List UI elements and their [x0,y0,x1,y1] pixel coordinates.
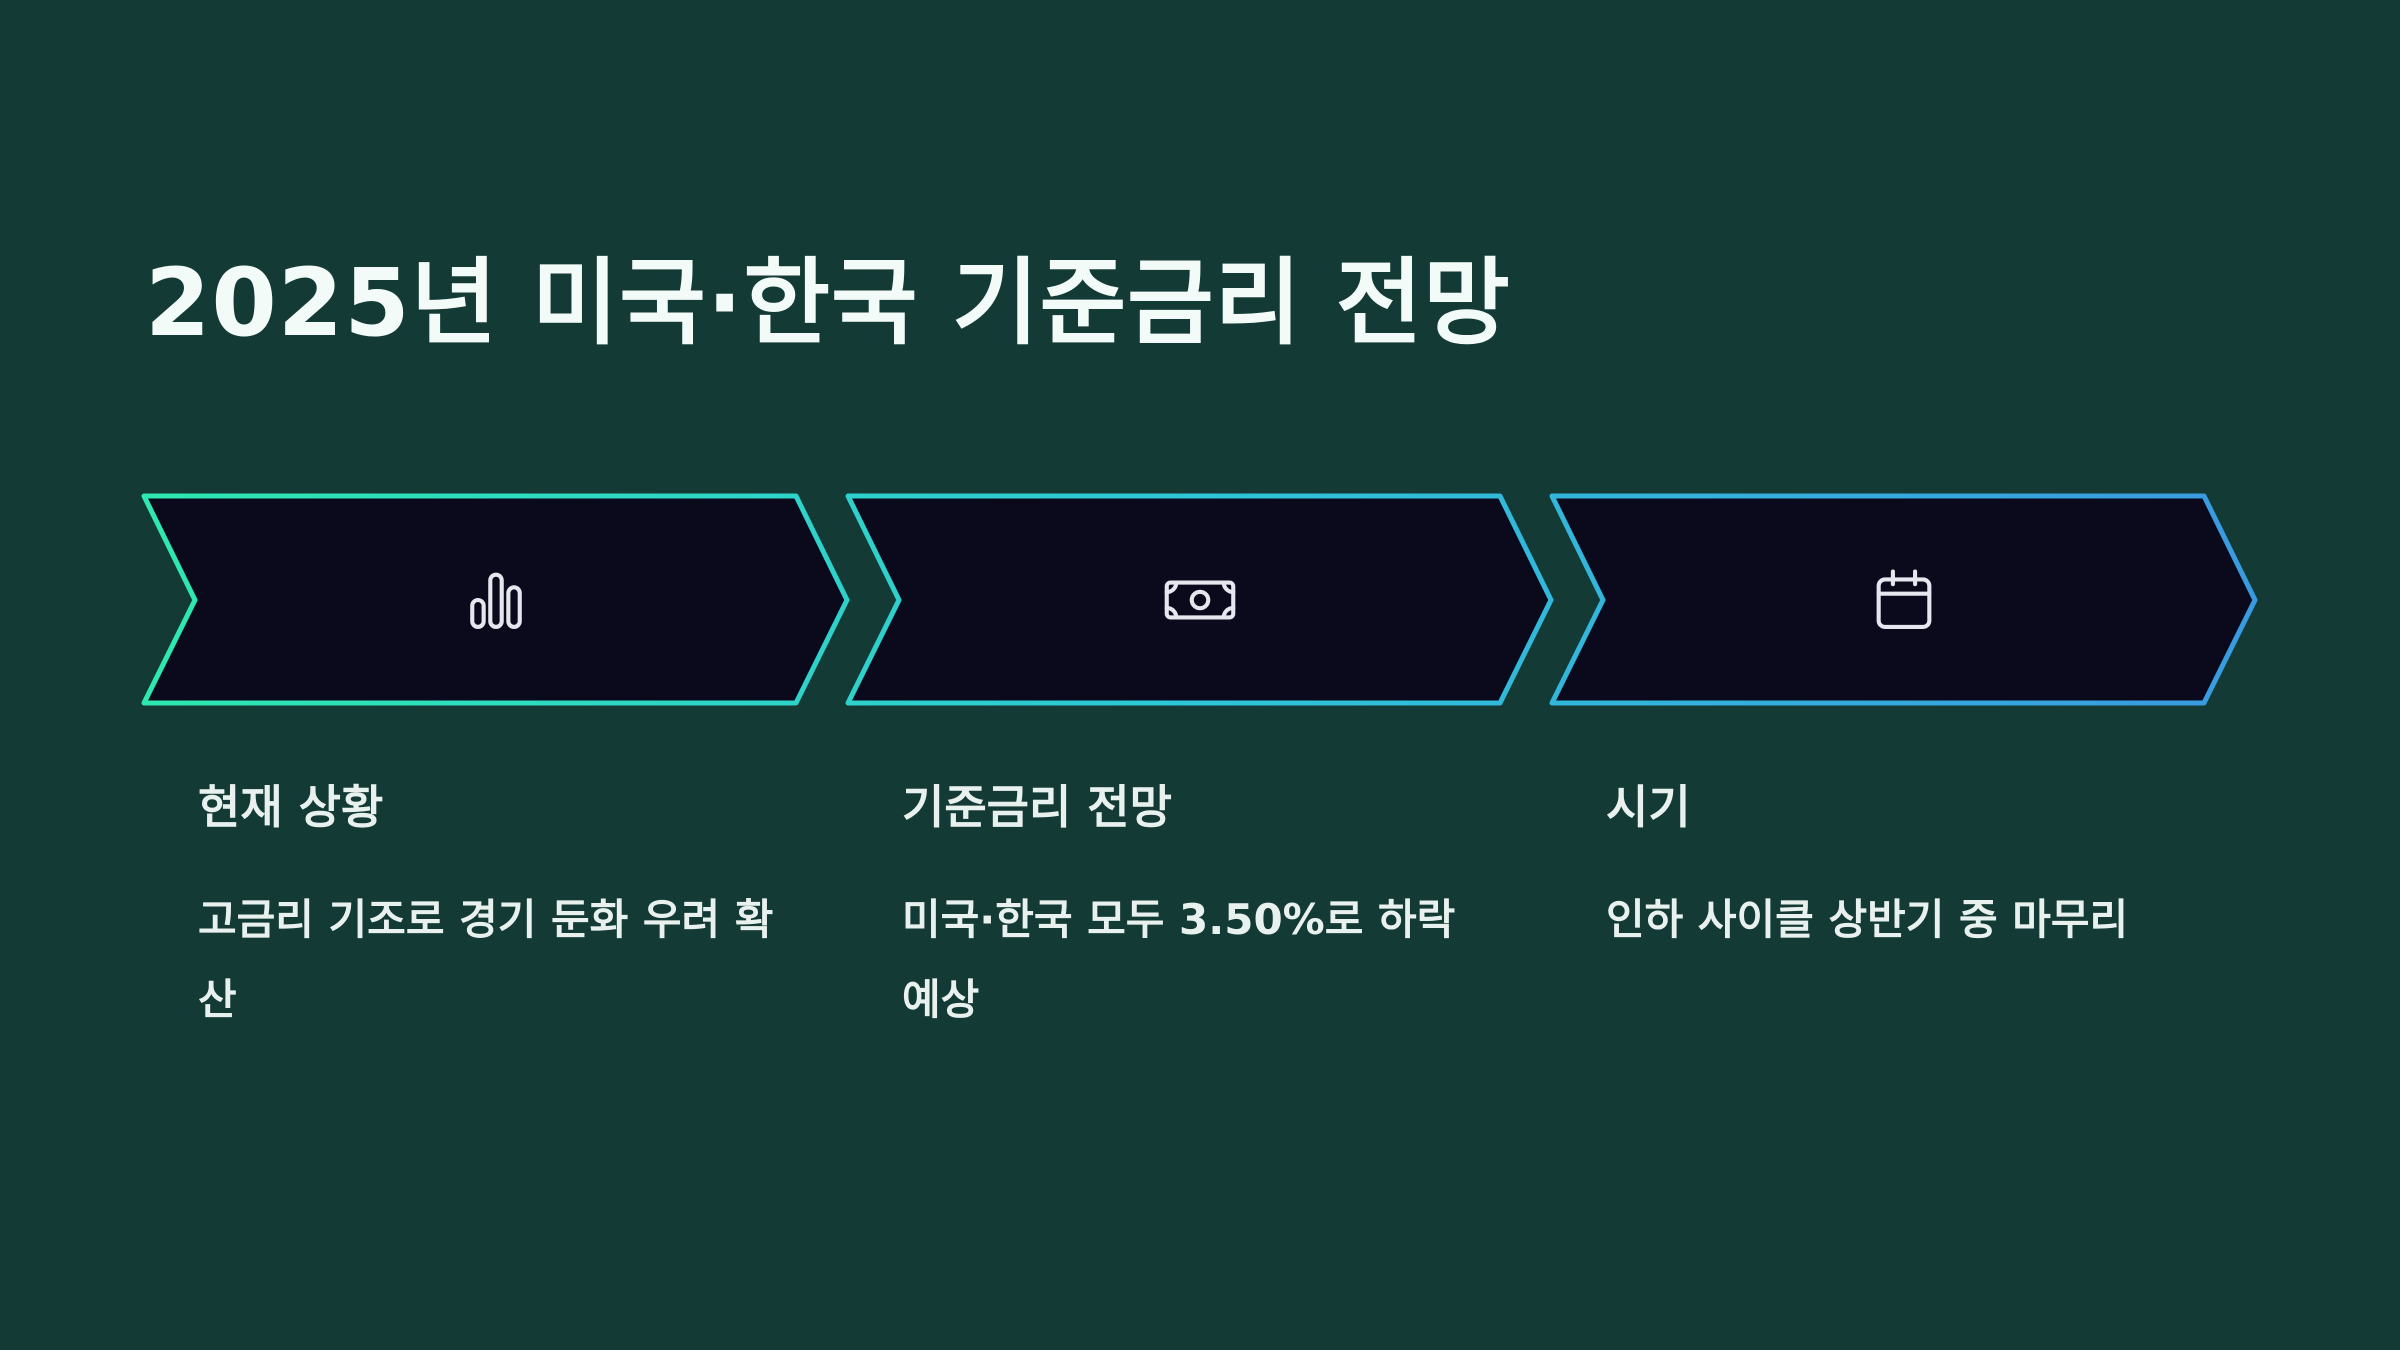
step-2-heading: 기준금리 전망 [902,780,1172,834]
page-title: 2025년 미국·한국 기준금리 전망 [145,249,1511,358]
bar-chart-icon [470,572,522,629]
step-3-heading: 시기 [1606,780,1691,834]
step-3-description: 인하 사이클 상반기 중 마무리 [1606,895,2129,944]
step-1-heading: 현재 상황 [198,780,384,834]
chevron-step-1 [141,493,850,706]
calendar-icon [1876,569,1932,629]
step-2-description: 미국·한국 모두 3.50%로 하락 예상 [902,895,1456,1024]
chevron-step-3 [1549,493,2258,706]
chevron-step-2 [845,493,1554,706]
step-1-description: 고금리 기조로 경기 둔화 우려 확산 [198,895,774,1024]
banknote-icon [1164,580,1236,620]
